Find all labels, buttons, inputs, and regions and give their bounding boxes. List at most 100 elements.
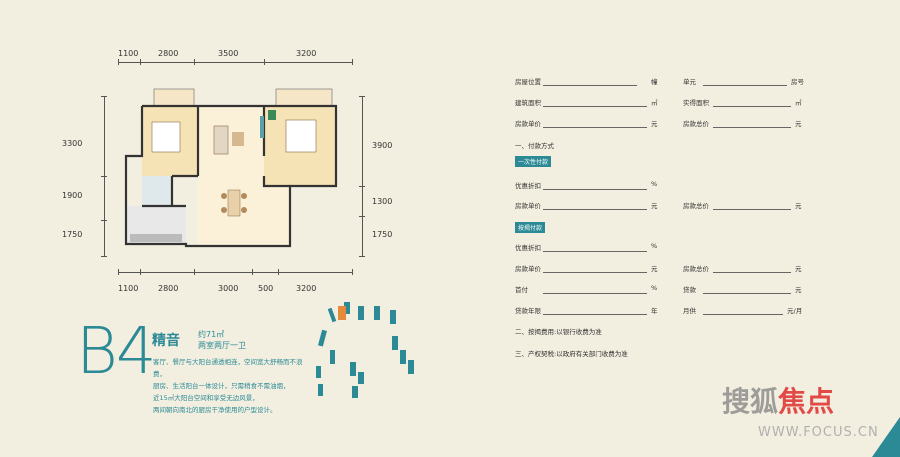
dim-tick (352, 269, 353, 275)
input-line[interactable] (543, 209, 647, 210)
form-row: 房款单价 元 房款总价 元 (515, 200, 815, 210)
unit-label: 元 (795, 120, 802, 128)
section-mortgage-fee: 二、按揭费用:以银行收费为准 (515, 328, 602, 336)
input-line[interactable] (543, 127, 647, 128)
form-row: 房屋位置 幢 单元 房号 (515, 76, 815, 86)
dim-tick (359, 96, 365, 97)
bed-right (285, 119, 317, 153)
dim-tick (359, 186, 365, 187)
bottom-dim: 500 (258, 284, 274, 293)
input-line[interactable] (713, 106, 791, 107)
unit-label: 元 (651, 120, 658, 128)
top-dim: 3500 (218, 49, 239, 58)
watermark-logo: 搜狐焦点 (722, 380, 834, 420)
label-build-area: 建筑面积 (515, 99, 541, 107)
corner-accent (872, 417, 900, 457)
top-dim: 1100 (118, 49, 139, 58)
section-deed-tax: 三、产权契税:以政府有关部门收费为准 (515, 350, 628, 358)
bed-left (151, 121, 181, 153)
label-total-price: 房款总价 (683, 120, 709, 128)
unit-description: 客厅、餐厅与大阳台通透相连，空间宽大舒畅而不浪费， 厨房、生活阳台一体设计，只需… (153, 356, 303, 416)
watermark-text: 搜狐 (722, 385, 779, 418)
dim-tick (252, 269, 253, 275)
unit-label: % (651, 180, 658, 188)
unit-type: 两室两厅一卫 (198, 341, 246, 350)
unit-area: 约71㎡ (198, 330, 225, 339)
section-payment-method: 一、付款方式 (515, 142, 554, 150)
input-line[interactable] (543, 272, 647, 273)
left-dim: 1750 (62, 230, 83, 239)
dim-tick (101, 96, 107, 97)
label-location: 房屋位置 (515, 78, 541, 86)
unit-label: 元 (795, 202, 802, 210)
sofa (213, 125, 229, 155)
desc-line: 厨房、生活阳台一体设计，只需稍食不需油烟， (153, 382, 290, 390)
input-line[interactable] (543, 314, 647, 315)
input-line[interactable] (543, 251, 647, 252)
bottom-dim: 3200 (296, 284, 317, 293)
input-line[interactable] (543, 293, 647, 294)
label-monthly: 月供 (683, 307, 696, 315)
dining-table (227, 189, 241, 217)
input-line[interactable] (543, 106, 647, 107)
form-row: 房款单价 元 房款总价 元 (515, 263, 815, 273)
unit-label: ㎡ (795, 99, 802, 107)
unit-code: B4 (76, 315, 157, 389)
input-line[interactable] (543, 189, 647, 190)
top-dim: 2800 (158, 49, 179, 58)
label-total-price: 房款总价 (683, 265, 709, 273)
left-dim: 1900 (62, 191, 83, 200)
watermark-text-red: 焦点 (778, 385, 835, 418)
unit-label: 房号 (791, 78, 804, 86)
input-line[interactable] (713, 272, 791, 273)
label-loan-term: 贷款年限 (515, 307, 541, 315)
balcony-left (153, 88, 195, 108)
label-unit-price: 房款单价 (515, 120, 541, 128)
unit-label: 元 (795, 265, 802, 273)
coffee-table (232, 132, 244, 146)
input-line[interactable] (713, 209, 791, 210)
living-room (198, 106, 264, 164)
dim-tick (118, 59, 119, 65)
unit-label: 元/月 (787, 307, 803, 315)
bottom-dim: 3000 (218, 284, 239, 293)
label-unit-price: 房款单价 (515, 265, 541, 273)
unit-label: 元 (795, 286, 802, 294)
input-line[interactable] (713, 127, 791, 128)
label-unit-price: 房款单价 (515, 202, 541, 210)
input-line[interactable] (703, 293, 791, 294)
tag-mortgage: 按揭付款 (515, 222, 546, 233)
plant (268, 110, 276, 120)
input-line[interactable] (703, 85, 787, 86)
label-total-price: 房款总价 (683, 202, 709, 210)
dim-tick (118, 269, 119, 275)
unit-label: 元 (651, 265, 658, 273)
top-dim: 3200 (296, 49, 317, 58)
input-line[interactable] (703, 314, 783, 315)
unit-label: ㎡ (651, 99, 658, 107)
dim-tick (101, 176, 107, 177)
label-loan: 贷款 (683, 286, 696, 294)
form-row: 贷款年限 年 月供 元/月 (515, 305, 815, 315)
dim-tick (194, 269, 195, 275)
dim-tick (101, 256, 107, 257)
dining-extension (264, 186, 290, 246)
input-line[interactable] (543, 85, 637, 86)
right-dim: 1300 (372, 197, 393, 206)
dim-tick (101, 220, 107, 221)
tag-lump-sum: 一次性付款 (515, 156, 552, 167)
label-discount: 优惠折扣 (515, 244, 541, 252)
dim-tick (194, 59, 195, 65)
form-row: 建筑面积 ㎡ 实得面积 ㎡ (515, 97, 815, 107)
unit-label: % (651, 284, 658, 292)
highlighted-building (338, 306, 346, 320)
dim-tick (359, 256, 365, 257)
bottom-dim-line (118, 272, 352, 273)
bottom-dim: 2800 (158, 284, 179, 293)
bottom-dim: 1100 (118, 284, 139, 293)
unit-label: % (651, 242, 658, 250)
bathroom (142, 176, 172, 206)
right-dim: 1750 (372, 230, 393, 239)
right-dim-line (362, 96, 363, 256)
dim-tick (352, 59, 353, 65)
